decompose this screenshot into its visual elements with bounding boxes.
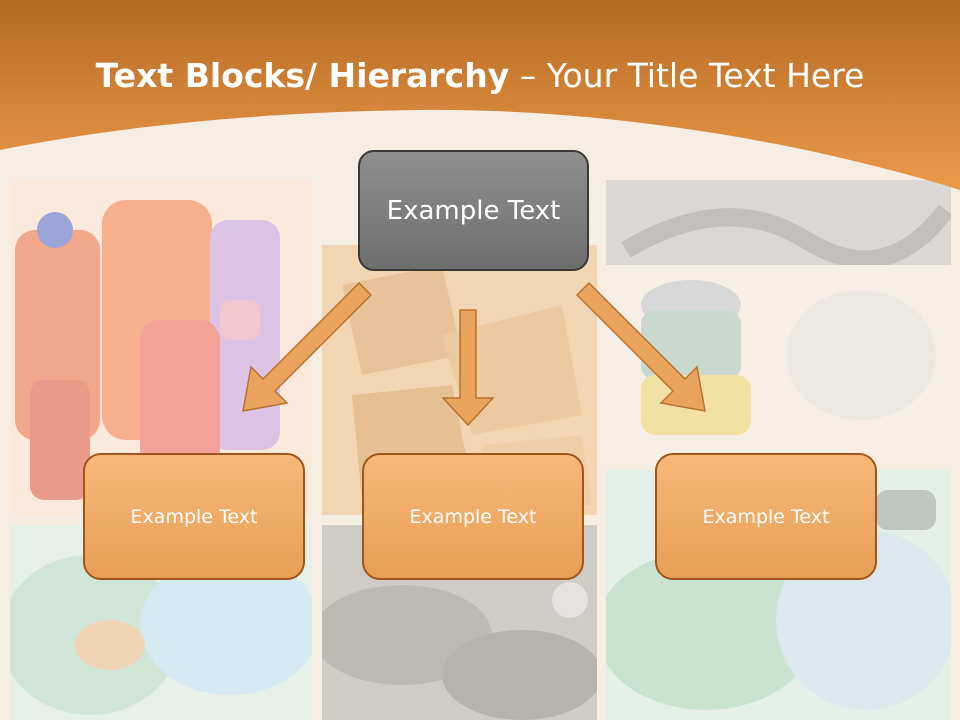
header-band bbox=[0, 0, 960, 190]
child-text-block-1[interactable]: Example Text bbox=[83, 453, 305, 580]
top-text-block[interactable]: Example Text bbox=[358, 150, 589, 271]
child-text-block-3[interactable]: Example Text bbox=[655, 453, 877, 580]
child-text-block-label: Example Text bbox=[130, 505, 258, 528]
arrow-right bbox=[575, 281, 706, 412]
child-text-block-label: Example Text bbox=[409, 505, 537, 528]
grey-wrap-photo bbox=[606, 180, 951, 265]
arrow-left bbox=[242, 281, 373, 412]
title-bold-part: Text Blocks/ Hierarchy bbox=[95, 56, 510, 95]
top-text-block-label: Example Text bbox=[386, 195, 561, 226]
child-text-block-label: Example Text bbox=[702, 505, 830, 528]
arrow-middle bbox=[441, 309, 495, 427]
slide-title: Text Blocks/ Hierarchy – Your Title Text… bbox=[0, 56, 960, 95]
bottles-bags-photo bbox=[606, 470, 951, 720]
title-rest-part: – Your Title Text Here bbox=[509, 56, 865, 95]
child-text-block-2[interactable]: Example Text bbox=[362, 453, 584, 580]
bottles-photo bbox=[10, 180, 312, 515]
